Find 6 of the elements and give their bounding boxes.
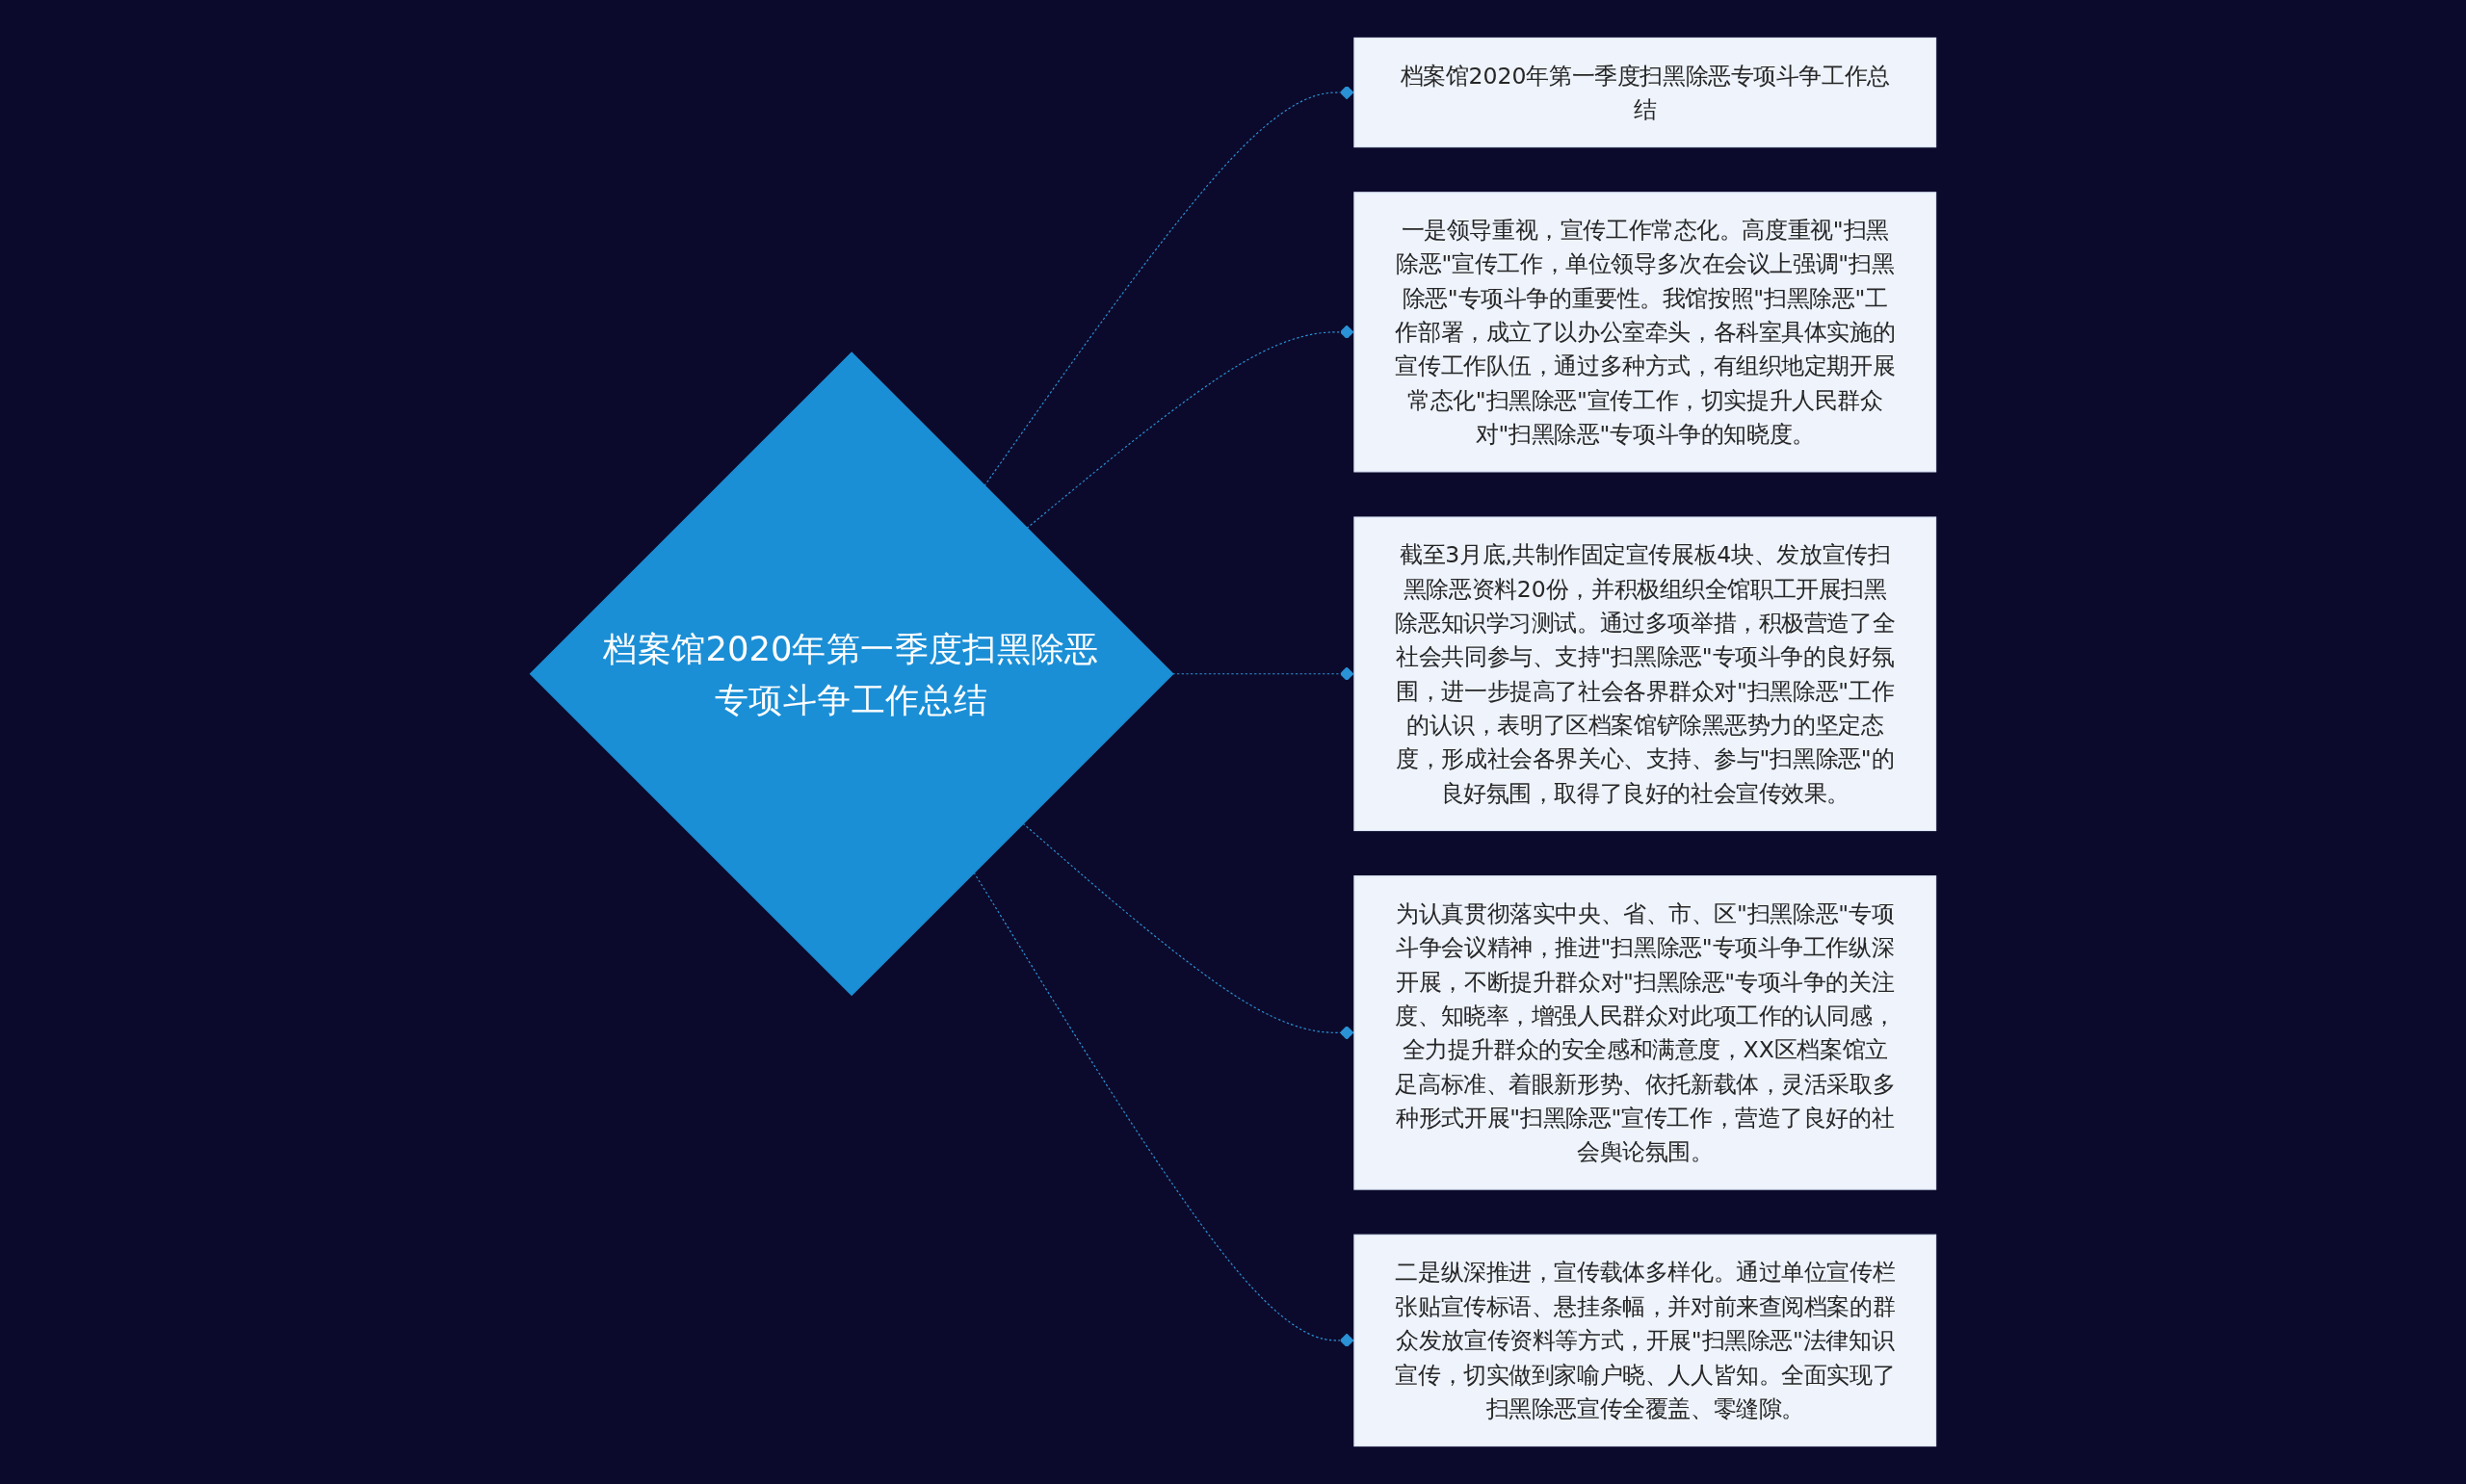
node-box: 为认真贯彻落实中央、省、市、区"扫黑除恶"专项斗争会议精神，推进"扫黑除恶"专项斗争工作纵深开展，不断提升群众对"扫黑除恶"专项斗争的关注度、知晓率，增强人民群众对此项工作的认同感，全力提升群众的安全感和满意度，XX区档案馆立足高标准、着眼新形势、依托新载体，灵活采取多种形式开展"扫黑除恶"宣传工作，营造了良好的社会舆论氛围。 — [1353, 875, 1937, 1190]
node-box: 档案馆2020年第一季度扫黑除恶专项斗争工作总结 — [1353, 37, 1937, 148]
node-box: 一是领导重视，宣传工作常态化。高度重视"扫黑除恶"宣传工作，单位领导多次在会议上强调"扫黑除恶"专项斗争的重要性。我馆按照"扫黑除恶"工作部署，成立了以办公室牵头，各科室具体实施的宣传工作队伍，通过多种方式，有组织地定期开展常态化"扫黑除恶"宣传工作，切实提升人民群众对"扫黑除恶"专项斗争的知晓度。 — [1353, 192, 1937, 473]
node-diamond: 档案馆2020年第一季度扫黑除恶专项斗争工作总结 — [529, 351, 1174, 997]
node-box: 截至3月底,共制作固定宣传展板4块、发放宣传扫黑除恶资料20份，并积极组织全馆职工开展扫黑除恶知识学习测试。通过多项举措，积极营造了全社会共同参与、支持"扫黑除恶"专项斗争的良好氛围，进一步提高了社会各界群众对"扫黑除恶"工作的认识，表明了区档案馆铲除黑恶势力的坚定态度，形成社会各界关心、支持、参与"扫黑除恶"的良好氛围，取得了良好的社会宣传效果。 — [1353, 516, 1937, 832]
node-box: 二是纵深推进，宣传载体多样化。通过单位宣传栏张贴宣传标语、悬挂条幅，并对前来查阅档案的群众发放宣传资料等方式，开展"扫黑除恶"法律知识宣传，切实做到家喻户晓、人人皆知。全面实现了扫黑除恶宣传全覆盖、零缝隙。 — [1353, 1234, 1937, 1447]
